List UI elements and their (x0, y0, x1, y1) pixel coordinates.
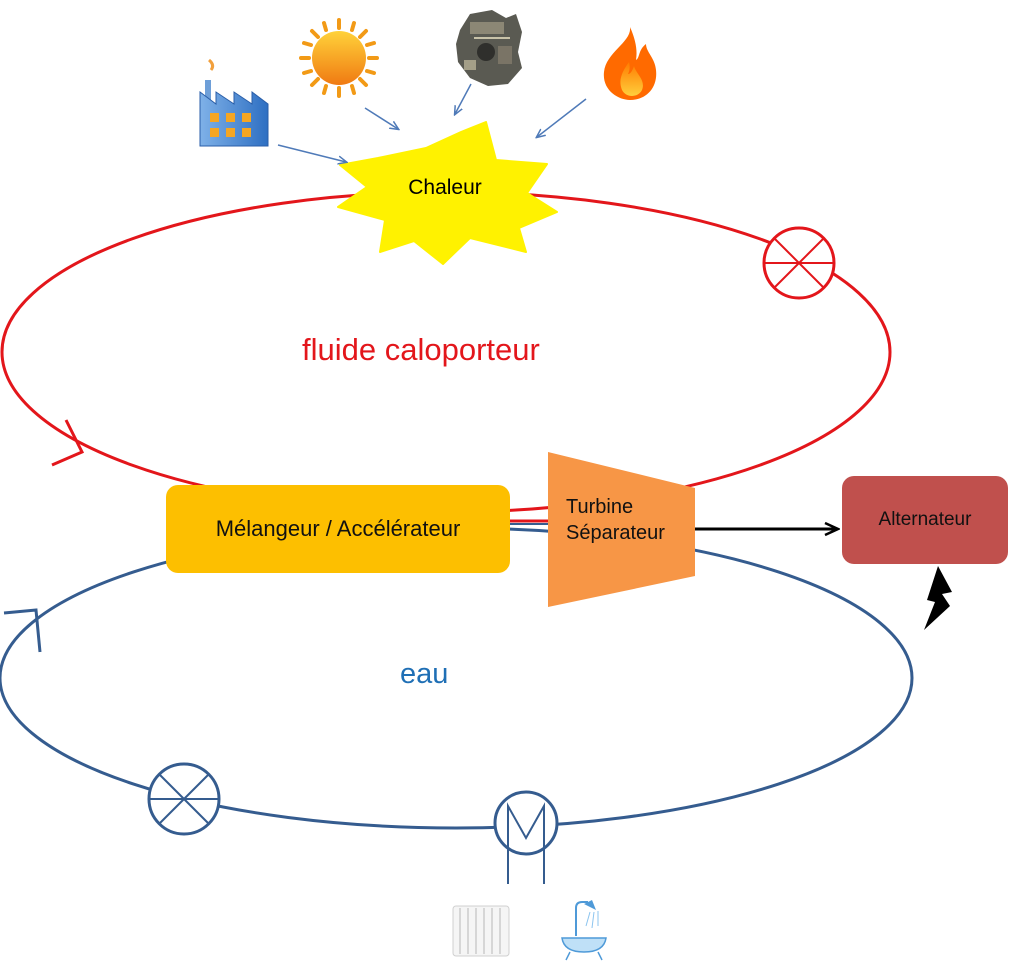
engine-to-heat-arrow (455, 83, 472, 114)
radiator-icon (452, 905, 510, 957)
water-loop-direction-arrow (3, 608, 42, 653)
alternator-box (842, 476, 1008, 564)
heat-star-shape (337, 121, 558, 265)
sun-to-heat-arrow (364, 107, 398, 129)
mixer-label: Mélangeur / Accélérateur (215, 516, 461, 541)
factory-to-heat-arrow (277, 144, 346, 162)
engine-icon (456, 10, 522, 86)
turbine-shape (548, 452, 695, 607)
fluid-loop-label: fluide caloporteur (302, 332, 540, 367)
heat-loop-pump-symbol (762, 226, 836, 300)
alternator-label: Alternateur (878, 509, 972, 530)
turbine-label-line-2: Séparateur (566, 522, 665, 544)
flame-icon (603, 27, 657, 100)
heat-label: Chaleur (408, 176, 482, 199)
flame-to-heat-arrow (537, 98, 587, 137)
lightning-icon (924, 566, 952, 630)
heat-exchanger-symbol (493, 790, 559, 884)
water-loop-pump-symbol (147, 762, 221, 836)
turbine-label-line-1: Turbine (566, 496, 634, 518)
sun-icon (299, 18, 379, 98)
heat-loop-direction-arrow (51, 419, 85, 467)
mixer-box (166, 485, 510, 573)
shower-bath-icon (561, 900, 607, 961)
water-loop-label: eau (400, 658, 449, 690)
factory-icon (199, 58, 269, 147)
turbine-label: Turbine Séparateur (566, 494, 665, 546)
